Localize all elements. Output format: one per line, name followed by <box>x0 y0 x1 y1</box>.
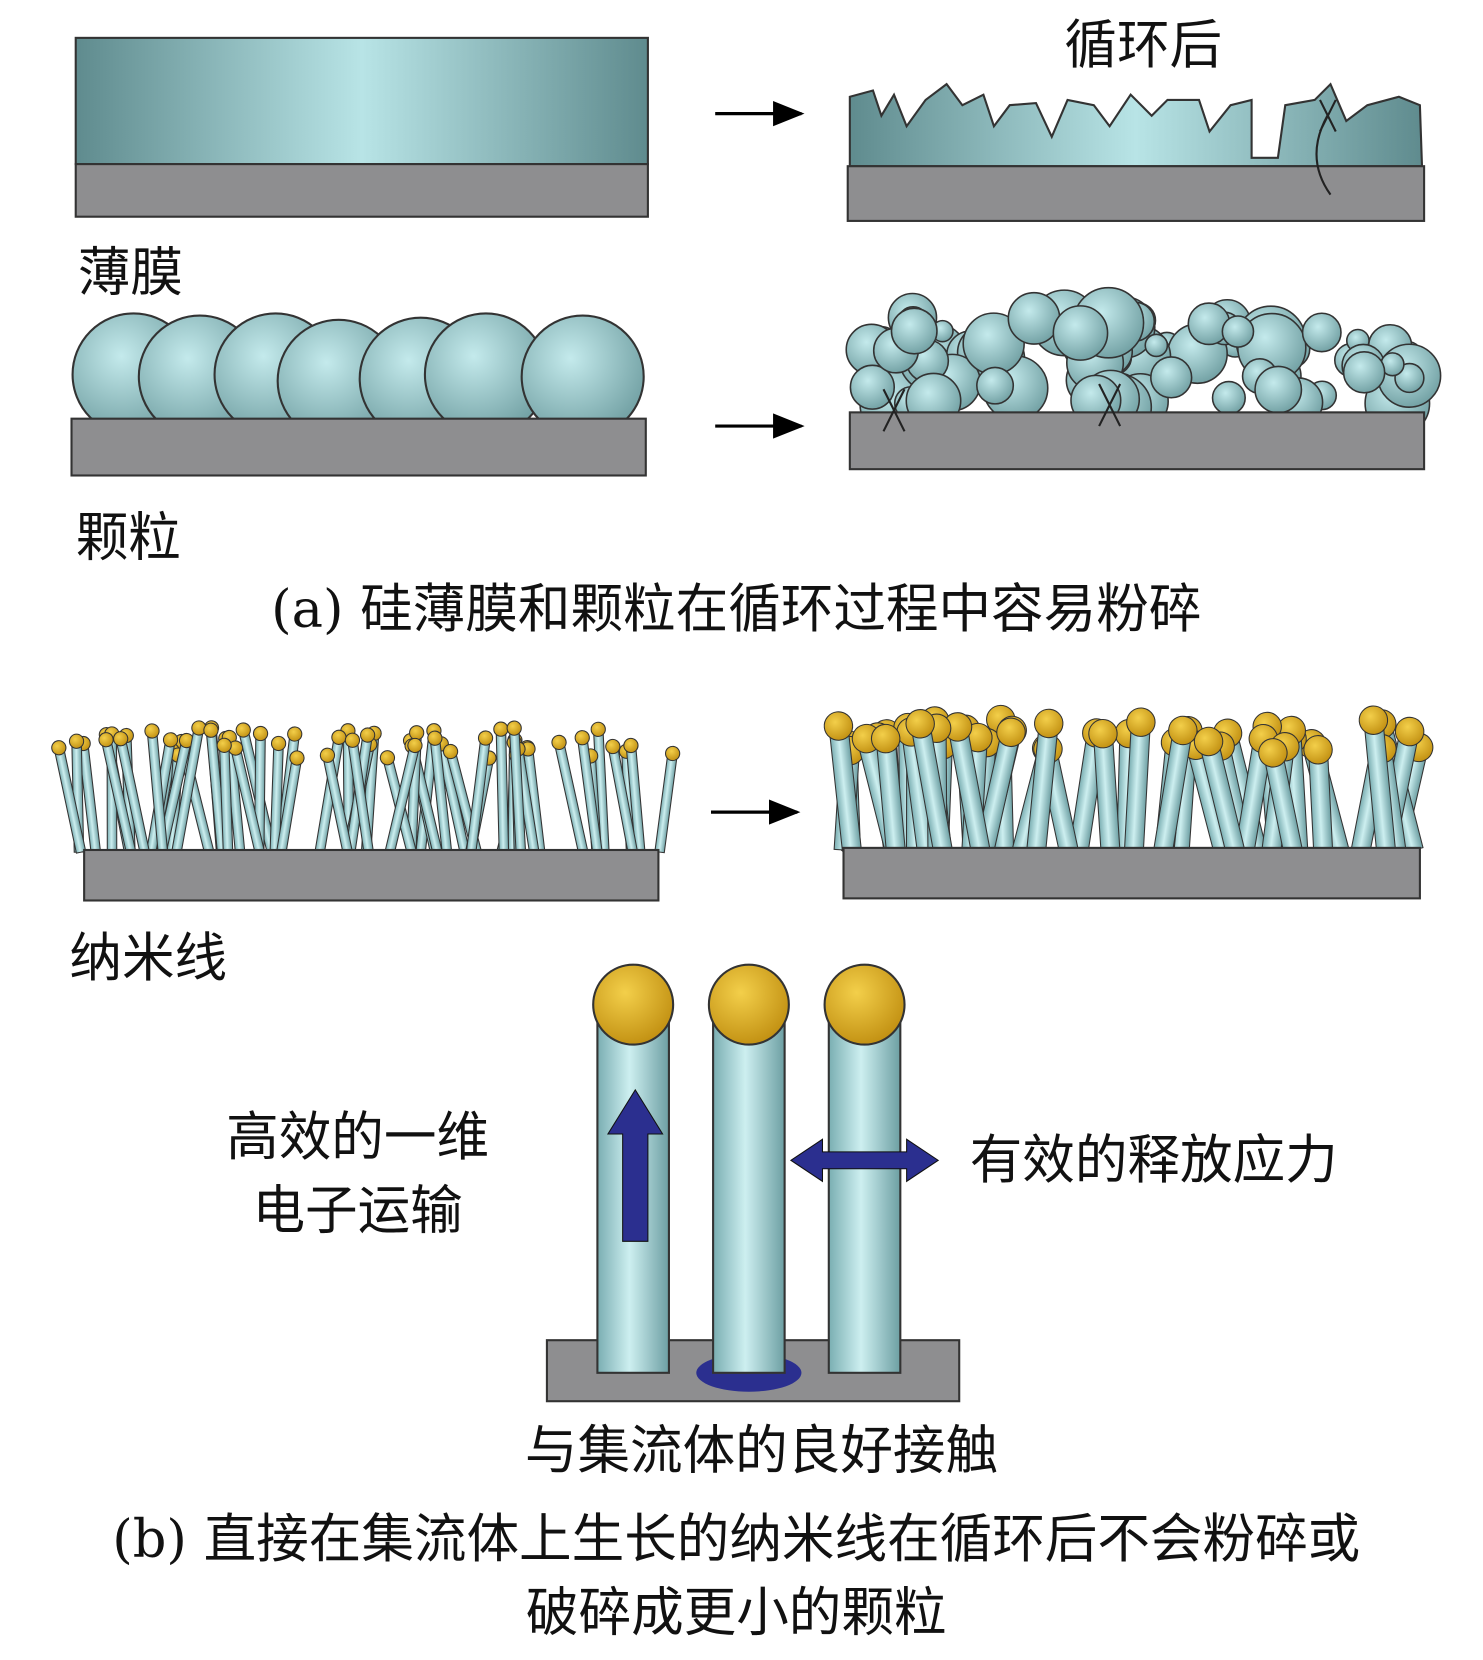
gold-tip <box>427 730 443 746</box>
caption-b-line-1: (b) 直接在集流体上生长的纳米线在循环后不会粉碎或 <box>112 1509 1360 1570</box>
nanowire <box>216 737 234 853</box>
strain-relaxation-label: 有效的释放应力 <box>970 1130 1338 1191</box>
particle-label: 颗粒 <box>76 507 181 568</box>
nanowire-body <box>1092 732 1121 852</box>
gold-tip <box>823 711 854 741</box>
particle-fragment <box>976 366 1015 405</box>
gold-tip <box>574 730 590 746</box>
gold-tip <box>252 725 269 742</box>
electron-transport-label-1: 高效的一维 <box>226 1107 489 1168</box>
gold-tip <box>98 732 114 748</box>
thin-film-label: 薄膜 <box>78 242 183 303</box>
gold-tip <box>235 722 251 738</box>
nanowire <box>465 730 494 854</box>
particle-fragment <box>1301 312 1342 353</box>
gold-tip <box>605 738 621 755</box>
gold-tip <box>493 721 509 737</box>
particles-before <box>70 312 647 477</box>
gold-tip <box>1394 716 1425 747</box>
particle-fragment <box>1211 380 1246 416</box>
thin-film-after <box>846 82 1426 222</box>
gold-tip <box>996 717 1026 748</box>
nanowire <box>319 747 353 854</box>
nanowire <box>1358 705 1396 852</box>
nanowire-body <box>654 752 678 854</box>
particle-fragment <box>890 307 938 355</box>
nanowire <box>1258 738 1303 853</box>
nanowire <box>493 721 510 853</box>
gold-tip <box>359 727 376 743</box>
nanowire <box>427 730 453 854</box>
nanowire-label: 纳米线 <box>69 928 227 989</box>
thin-film-before <box>74 36 649 218</box>
gold-tip <box>1303 735 1333 765</box>
gold-tip <box>379 750 396 766</box>
gold-tip <box>905 709 935 739</box>
particle-fragment <box>1144 333 1169 358</box>
gold-tip <box>477 730 494 746</box>
gold-tip <box>1126 707 1156 737</box>
nanowire-detail <box>545 963 961 1403</box>
nanowire <box>870 723 906 852</box>
particles-after <box>845 286 1442 471</box>
gold-tip <box>1193 726 1224 757</box>
gold-tip <box>407 737 423 754</box>
nanowires-after <box>823 704 1434 900</box>
gold-tip <box>1358 705 1389 735</box>
gold-tip <box>664 745 681 762</box>
gold-tip <box>287 726 303 742</box>
particle-fragment <box>1221 315 1255 348</box>
gold-tip <box>270 735 287 752</box>
gold-tip <box>51 740 67 756</box>
nanowire <box>1088 718 1121 852</box>
nanowire <box>605 738 639 854</box>
nanowire <box>654 745 681 854</box>
gold-tip <box>203 722 219 738</box>
gold-tip <box>289 750 305 766</box>
nanowire <box>1123 707 1156 852</box>
nanowire <box>144 723 169 854</box>
gold-tip <box>344 732 361 748</box>
nanowire <box>942 712 991 853</box>
caption-b-line-2: 破碎成更小的颗粒 <box>526 1583 947 1644</box>
gold-tip <box>216 737 232 753</box>
strain-relaxation-arrow-icon <box>789 1138 940 1183</box>
particle-fragment <box>1342 351 1386 394</box>
caption-a: (a) 硅薄膜和颗粒在循环过程中容易粉碎 <box>271 579 1201 640</box>
gold-tip <box>506 720 522 736</box>
gold-tip <box>442 743 459 760</box>
gold-tip <box>319 747 336 763</box>
gold-tip <box>409 725 425 741</box>
electron-transport-label-2: 电子运输 <box>252 1181 462 1242</box>
particle-fragment <box>1007 291 1061 345</box>
after-cycling-label: 循环后 <box>1064 15 1222 76</box>
nanowire <box>506 720 527 853</box>
gold-tip <box>551 734 567 751</box>
nanowire <box>1193 726 1245 853</box>
particle-fragment <box>849 364 896 410</box>
nanowire-body <box>1308 748 1334 852</box>
gold-tip <box>870 723 901 754</box>
nanowires-before <box>51 720 681 902</box>
gold-tip <box>1034 708 1064 739</box>
nanowire <box>974 717 1026 853</box>
gold-tip <box>162 732 179 748</box>
particle-fragment <box>1052 305 1109 361</box>
nanowire-body <box>495 728 510 853</box>
nanowire <box>574 730 603 854</box>
gold-tip <box>1088 718 1118 749</box>
gold-tip <box>1258 738 1288 768</box>
electron-transport-arrow-icon <box>606 1088 664 1242</box>
particle-fragment <box>1150 356 1193 399</box>
gold-tip <box>113 731 129 747</box>
nanowire <box>51 740 87 854</box>
gold-tip <box>144 723 160 739</box>
gold-tip <box>68 733 85 749</box>
nanowire <box>1026 708 1064 852</box>
good-contact-label: 与集流体的良好接触 <box>525 1421 998 1482</box>
nanowire <box>1303 735 1334 852</box>
gold-tip <box>590 721 606 737</box>
gold-tip <box>623 737 639 754</box>
particle-fragment <box>1254 365 1303 414</box>
